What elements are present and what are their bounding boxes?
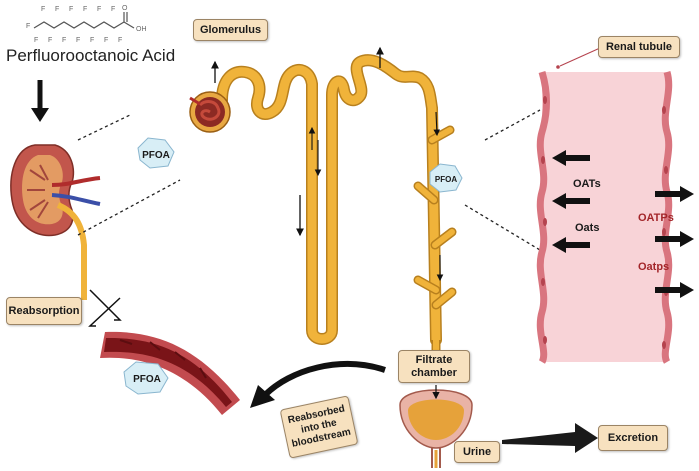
down-arrow-head <box>31 108 49 122</box>
fluorine-atom: F <box>90 37 94 44</box>
renal-tubule-pointer <box>559 47 601 67</box>
reabsorbed-arrow <box>262 361 386 398</box>
pfoa-particle-label: PFOA <box>133 374 161 385</box>
pfoa-particle-label: PFOA <box>142 150 170 161</box>
fluorine-atom: F <box>55 6 59 13</box>
oatps-label-lower: Oatps <box>638 261 670 273</box>
pfoa-particle-label: PFOA <box>435 175 457 184</box>
fluorine-atoms: F F F F F F F F F F F F F F O OH <box>26 5 147 44</box>
oatps-label-upper: OATPs <box>638 212 674 224</box>
oats-arrows <box>563 155 590 248</box>
blood-vessel <box>100 331 240 415</box>
oats-arrowheads <box>552 150 566 253</box>
pfoa-particle <box>137 137 175 169</box>
fluorine-atom: F <box>62 37 66 44</box>
renal-tubule-label: Renal tubule <box>598 36 680 58</box>
zoom-line <box>77 179 181 236</box>
zoom-line <box>77 114 131 141</box>
pfoa-particle <box>123 361 169 395</box>
oats-label-upper: OATs <box>573 178 601 190</box>
nephron <box>216 54 457 346</box>
reabsorbed-arrow-head <box>250 385 275 408</box>
equilibrium-arrows <box>88 289 122 327</box>
oatps-arrows <box>655 191 682 293</box>
fluorine-atom: F <box>118 37 122 44</box>
kidney-illustration <box>10 144 101 300</box>
pfoa-particle <box>429 163 463 193</box>
fluorine-atom: F <box>104 37 108 44</box>
filtrate-chamber-label: Filtrate chamber <box>398 350 470 383</box>
excretion-arrow <box>502 423 598 453</box>
oats-label-lower: Oats <box>575 222 600 234</box>
glomerulus-label: Glomerulus <box>193 19 268 41</box>
fluorine-atom: F <box>69 6 73 13</box>
fluorine-atom: F <box>26 23 30 30</box>
oxygen-atom: O <box>122 5 128 12</box>
oatps-arrowheads <box>680 186 694 298</box>
compound-name: Perfluorooctanoic Acid <box>6 46 176 65</box>
fluorine-atom: F <box>76 37 80 44</box>
reabsorption-label: Reabsorption <box>6 297 82 325</box>
zoom-line <box>484 109 541 141</box>
glomerulus-illustration <box>189 91 231 133</box>
hydroxyl-group: OH <box>136 26 147 33</box>
fluorine-atom: F <box>34 37 38 44</box>
flow-arrow <box>433 111 441 137</box>
pfoa-molecule <box>33 12 135 29</box>
fluorine-atom: F <box>83 6 87 13</box>
excretion-label: Excretion <box>598 425 668 451</box>
fluorine-atom: F <box>111 6 115 13</box>
renal-tubule-section <box>536 70 673 364</box>
fluorine-atom: F <box>48 37 52 44</box>
urine-label: Urine <box>454 441 500 463</box>
fluorine-atom: F <box>41 6 45 13</box>
fluorine-atom: F <box>97 6 101 13</box>
zoom-line <box>464 204 541 251</box>
